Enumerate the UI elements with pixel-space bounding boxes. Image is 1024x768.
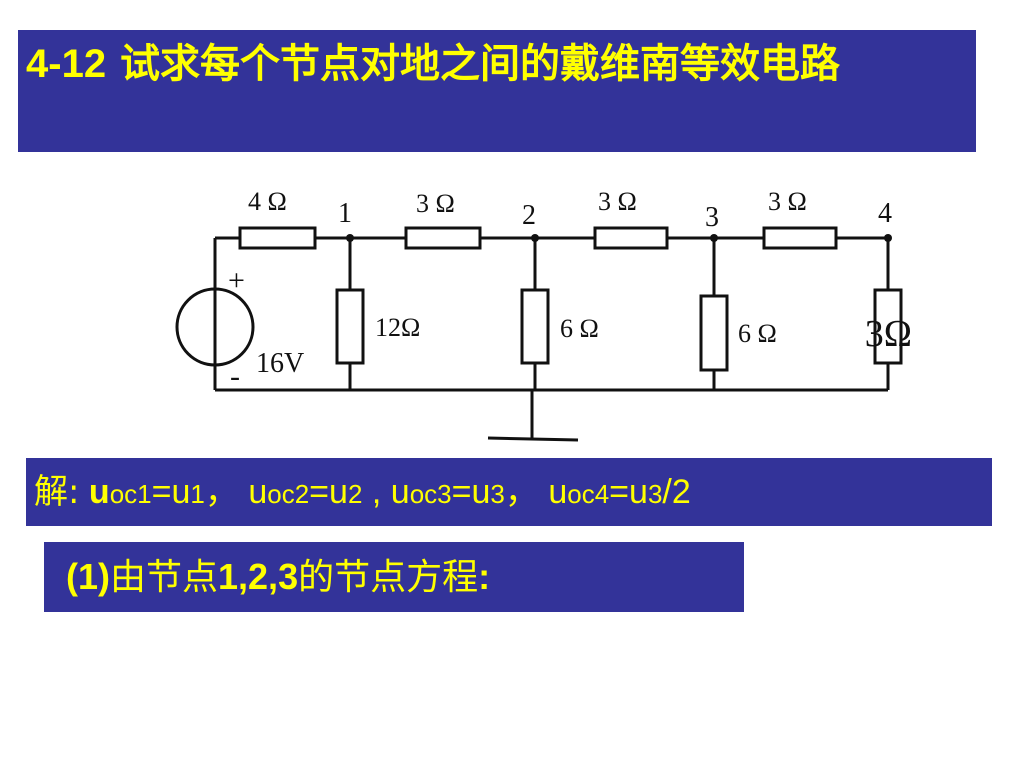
source-minus: - bbox=[230, 360, 240, 393]
source-plus: + bbox=[228, 264, 245, 297]
source-voltage: 16V bbox=[256, 348, 304, 379]
resistor-12ohm bbox=[335, 288, 365, 365]
step1-text2: 的节点方程 bbox=[298, 557, 479, 598]
shunt-label-1: 12Ω bbox=[375, 313, 420, 342]
series-label-2: 3 Ω bbox=[416, 189, 455, 218]
node-label-1: 1 bbox=[338, 198, 352, 229]
shunt-label-3: 6 Ω bbox=[738, 319, 777, 348]
problem-number: 4-12 bbox=[26, 42, 107, 86]
step1-label: (1) bbox=[66, 556, 110, 597]
term2-rhs: u bbox=[329, 473, 348, 511]
term2-sep: , bbox=[362, 473, 391, 511]
title-banner-notch bbox=[168, 152, 976, 158]
term2-lhs: u bbox=[248, 473, 268, 511]
step1-line: (1)由节点1,2,3的节点方程: bbox=[66, 552, 490, 603]
term1-eq: = bbox=[151, 473, 172, 511]
step1-banner bbox=[44, 542, 744, 612]
solution-line: 解: uoc1=u1， uoc2=u2 , uoc3=u3， uoc4=u3/2 bbox=[34, 466, 691, 520]
resistor-3ohm-b bbox=[593, 226, 669, 250]
term4-sep: /2 bbox=[662, 473, 691, 511]
term1-lhs: u bbox=[88, 473, 110, 511]
term3-lhs: u bbox=[390, 473, 410, 511]
term2-rhs-sub: 2 bbox=[347, 479, 363, 509]
step1-text1: 由节点 bbox=[110, 557, 219, 598]
term3-eq: = bbox=[451, 473, 472, 511]
term4-rhs: u bbox=[629, 473, 648, 511]
step1-nodes: 1,2,3 bbox=[218, 556, 299, 597]
solution-banner bbox=[26, 458, 992, 526]
node-dot-3 bbox=[710, 234, 718, 242]
term4-rhs-sub: 3 bbox=[647, 479, 663, 509]
series-label-4: 3 Ω bbox=[768, 187, 807, 216]
term4-eq: = bbox=[609, 473, 630, 511]
term1-lhs-sub: oc1 bbox=[109, 479, 152, 509]
shunt-label-4: 3Ω bbox=[865, 313, 910, 355]
term4-lhs: u bbox=[548, 473, 568, 511]
title-banner bbox=[18, 30, 976, 152]
resistor-4ohm bbox=[238, 226, 317, 250]
node-label-3: 3 bbox=[705, 202, 719, 233]
term3-rhs-sub: 3 bbox=[490, 479, 505, 509]
resistor-3ohm-c bbox=[762, 226, 838, 250]
resistor-6ohm-b bbox=[699, 294, 729, 372]
series-label-3: 3 Ω bbox=[598, 187, 637, 216]
step1-colon: : bbox=[478, 556, 491, 597]
problem-title: 4-12 试求每个节点对地之间的戴维南等效电路 bbox=[26, 38, 966, 90]
term3-sep: ， bbox=[504, 472, 539, 512]
node-dot-2 bbox=[531, 234, 539, 242]
node-dot-1 bbox=[346, 234, 354, 242]
resistor-3ohm-shunt bbox=[873, 288, 903, 365]
term1-rhs: u bbox=[171, 473, 191, 511]
node-dot-4 bbox=[884, 234, 892, 242]
term1-sep: ， bbox=[204, 472, 239, 512]
circuit-diagram: + - 16V 4 Ω 3 Ω 3 Ω 3 Ω 1 2 3 4 12Ω 6 Ω … bbox=[175, 187, 910, 442]
term3-rhs: u bbox=[471, 473, 491, 511]
resistor-3ohm-a bbox=[404, 226, 482, 250]
term3-lhs-sub: oc3 bbox=[409, 479, 452, 509]
node-label-4: 4 bbox=[878, 198, 892, 229]
shunt-label-2: 6 Ω bbox=[560, 314, 599, 343]
term4-lhs-sub: oc4 bbox=[567, 479, 610, 509]
resistor-6ohm-a bbox=[520, 288, 550, 365]
series-label-1: 4 Ω bbox=[248, 187, 287, 216]
term1-rhs-sub: 1 bbox=[190, 479, 205, 509]
term2-eq: = bbox=[309, 473, 330, 511]
node-label-2: 2 bbox=[522, 200, 536, 231]
problem-statement: 试求每个节点对地之间的戴维南等效电路 bbox=[120, 41, 840, 87]
solution-prefix: 解: bbox=[34, 472, 80, 512]
term2-lhs-sub: oc2 bbox=[267, 479, 310, 509]
